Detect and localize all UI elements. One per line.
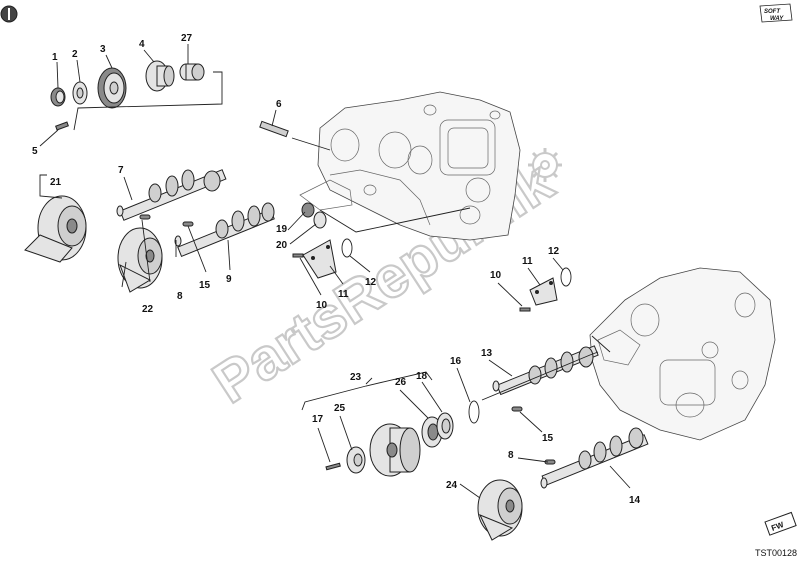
o-ring-16: [468, 400, 480, 424]
callout-8-lower: 8: [508, 450, 514, 461]
camshaft-14: [540, 427, 649, 489]
screw-10-upper: [292, 253, 304, 258]
callout-13: 13: [481, 348, 493, 359]
key-15-upper: [182, 221, 194, 227]
callout-6: 6: [276, 99, 282, 110]
spacer-27: [179, 63, 205, 81]
callout-1: 1: [52, 52, 58, 63]
callout-16: 16: [450, 356, 462, 367]
key-15-lower: [511, 406, 523, 412]
callout-17: 17: [312, 414, 324, 425]
callout-7: 7: [118, 165, 124, 176]
callout-9: 9: [226, 274, 232, 285]
forward-badge-text: FW: [770, 520, 785, 533]
key-8-upper: [139, 214, 151, 220]
upper-cylinder-head: [299, 91, 521, 241]
watermark-gear-icon: [528, 148, 562, 182]
nut-1: [50, 87, 66, 107]
callout-22: 22: [142, 304, 154, 315]
callout-24: 24: [446, 480, 458, 491]
info-badge-icon: [0, 5, 18, 23]
pulley-3: [97, 67, 127, 109]
callout-11-right: 11: [522, 256, 533, 267]
camshaft-13: [492, 345, 599, 396]
callout-2: 2: [72, 49, 78, 60]
screw-17: [325, 462, 341, 471]
stud-6: [259, 120, 289, 138]
callout-3: 3: [100, 44, 106, 55]
bushing-20: [313, 211, 327, 229]
callout-15-upper: 15: [199, 280, 211, 291]
callout-14: 14: [629, 495, 641, 506]
logo-text-top: SOFT: [764, 9, 781, 15]
screw-10-right: [519, 307, 531, 312]
camshaft-9: [174, 202, 275, 258]
callout-27: 27: [181, 33, 193, 44]
logo-text-bottom: WAY: [770, 16, 784, 22]
callout-labels: 1 2 3 4 27 5 6 7 21 19 20 15 9 8 22 10 1…: [32, 33, 641, 506]
pulley-21: [24, 195, 87, 263]
callout-18: 18: [416, 371, 428, 382]
pulley-22: [117, 227, 163, 293]
hub-4: [145, 60, 175, 92]
callout-26: 26: [395, 377, 407, 388]
seal-19: [301, 202, 315, 218]
pulley-23: [369, 423, 421, 477]
camshaft-7: [116, 169, 227, 221]
leader-lines: [39, 44, 631, 499]
softway-logo: SOFT WAY: [759, 3, 793, 23]
callout-11-upper: 11: [338, 289, 349, 300]
callout-4: 4: [139, 39, 145, 50]
callout-21: 21: [50, 177, 62, 188]
washer-2: [72, 81, 88, 105]
pulley-24: [477, 479, 523, 541]
callout-10-upper: 10: [316, 300, 328, 311]
cover-plate-11-right: [529, 277, 558, 306]
o-ring-12-upper: [341, 238, 353, 258]
seal-18: [436, 412, 454, 440]
screw-5: [55, 121, 69, 131]
callout-15-lower: 15: [542, 433, 554, 444]
cover-plate-11-upper: [302, 239, 337, 279]
washer-25: [346, 446, 366, 474]
callout-5: 5: [32, 146, 38, 157]
forward-direction-badge: FW: [764, 511, 797, 536]
callout-10-right: 10: [490, 270, 502, 281]
callout-25: 25: [334, 403, 346, 414]
callout-23: 23: [350, 372, 362, 383]
callout-12-upper: 12: [365, 277, 377, 288]
callout-12-right: 12: [548, 246, 560, 257]
callout-19: 19: [276, 224, 288, 235]
callout-8-upper: 8: [177, 291, 183, 302]
lower-cylinder-head: [589, 267, 776, 441]
callout-20: 20: [276, 240, 288, 251]
drawing-code: TST00128: [755, 548, 797, 558]
o-ring-12-right: [560, 267, 572, 287]
